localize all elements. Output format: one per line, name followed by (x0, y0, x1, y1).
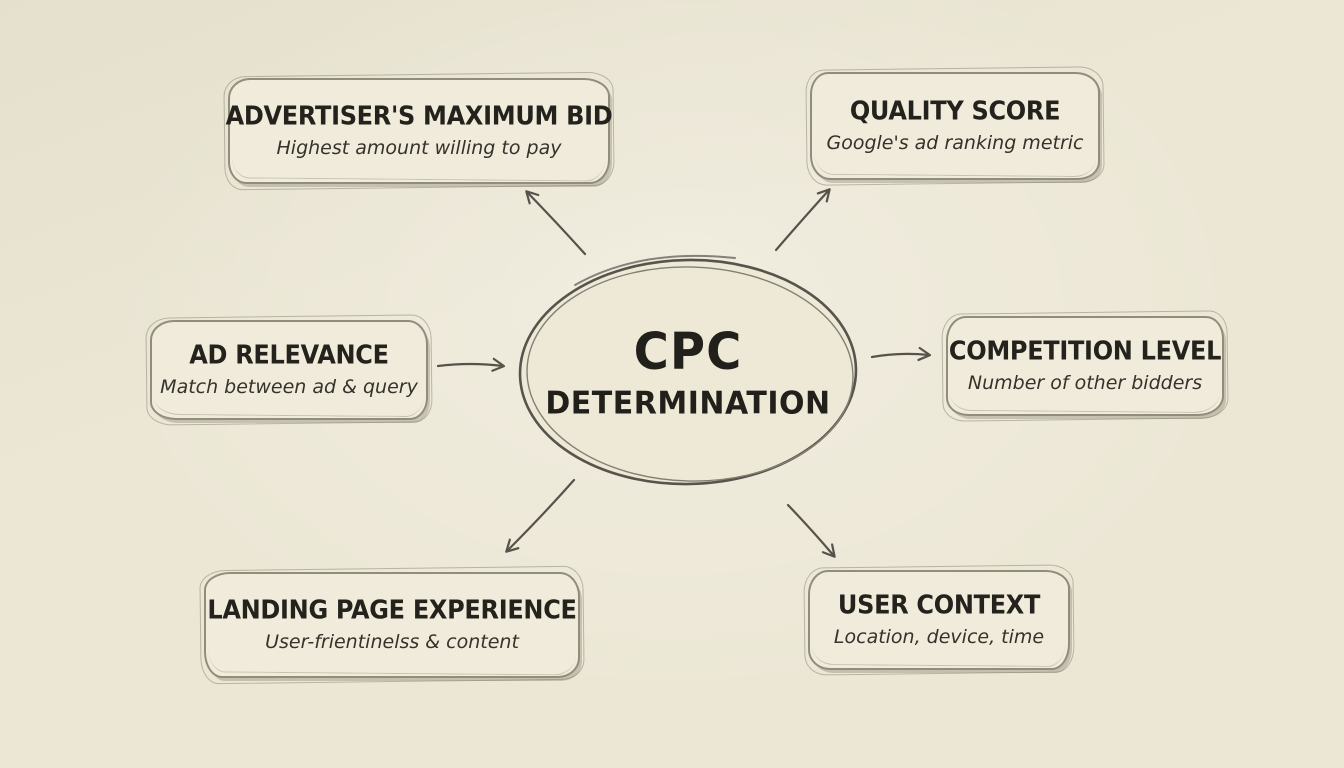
node-user-context: USER CONTEXT Location, device, time (808, 570, 1070, 670)
node-landing-page-experience: LANDING PAGE EXPERIENCE User-frientinels… (204, 572, 580, 678)
center-title-line1: CPC (633, 322, 743, 381)
node-quality-score: QUALITY SCORE Google's ad ranking metric (810, 72, 1100, 180)
node-subtitle: Highest amount willing to pay (276, 136, 562, 159)
node-title: AD RELEVANCE (189, 340, 389, 371)
node-subtitle: Location, device, time (833, 625, 1045, 648)
node-title: ADVERTISER'S MAXIMUM BID (225, 101, 613, 132)
arrow-to-competition-level (870, 346, 932, 362)
node-ad-relevance: AD RELEVANCE Match between ad & query (150, 320, 428, 420)
arrow-to-landing-page-experience (505, 478, 576, 553)
arrow-to-quality-score (774, 188, 831, 252)
node-subtitle: Google's ad ranking metric (826, 131, 1084, 154)
node-title: USER CONTEXT (837, 590, 1041, 621)
node-title: COMPETITION LEVEL (948, 336, 1222, 367)
node-subtitle: Number of other bidders (967, 371, 1203, 394)
center-title-line2: DETERMINATION (545, 384, 831, 422)
node-advertisers-maximum-bid: ADVERTISER'S MAXIMUM BID Highest amount … (225, 78, 613, 184)
node-title: LANDING PAGE EXPERIENCE (207, 595, 577, 626)
arrow-from-ad-relevance (436, 357, 506, 372)
center-node: CPC DETERMINATION (520, 260, 856, 484)
arrow-to-advertisers-maximum-bid (525, 190, 587, 256)
node-subtitle: Match between ad & query (160, 375, 418, 398)
arrow-to-user-context (786, 503, 836, 558)
node-title: QUALITY SCORE (849, 96, 1061, 127)
node-competition-level: COMPETITION LEVEL Number of other bidder… (946, 316, 1224, 416)
node-subtitle: User-frientinelss & content (265, 630, 519, 653)
center-ellipse (518, 254, 858, 486)
